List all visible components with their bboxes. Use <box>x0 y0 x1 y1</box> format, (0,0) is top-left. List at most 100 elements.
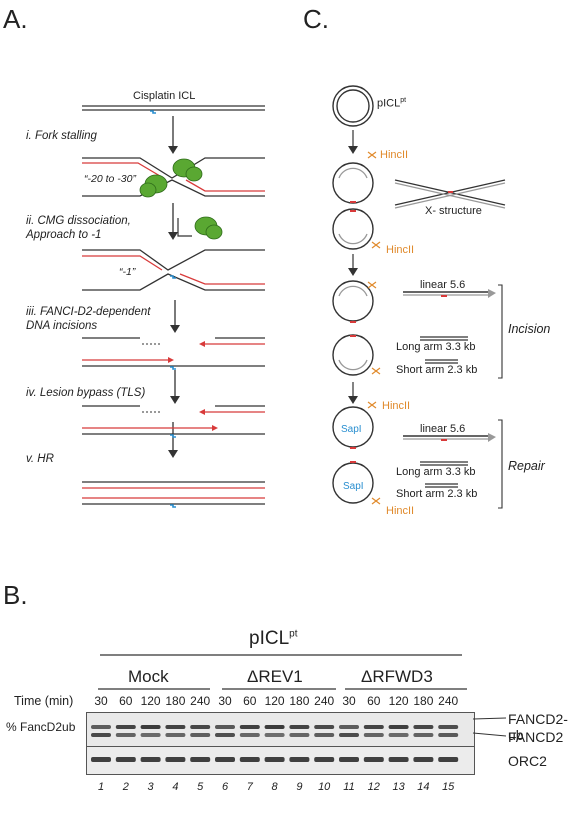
orc2-band <box>363 757 384 762</box>
orc2-band <box>264 757 285 762</box>
orc2-band <box>388 757 409 762</box>
lane-number: 4 <box>172 781 179 793</box>
lane-number: 3 <box>147 781 154 793</box>
linear-label-2: linear 5.6 <box>420 423 466 435</box>
fancd2-ub-band <box>165 725 186 729</box>
fancd2-band <box>438 733 459 737</box>
time-value: 240 <box>190 694 211 708</box>
lane-number: 13 <box>392 781 405 793</box>
fancd2-ub-band <box>289 725 310 729</box>
hincii-label-3: HincII <box>382 400 411 412</box>
lane-number: 7 <box>246 781 253 793</box>
lane-number: 5 <box>197 781 204 793</box>
long-arm-label-2: Long arm 3.3 kb <box>396 466 476 478</box>
fancd2-ub-band <box>363 725 384 729</box>
orc2-band <box>215 757 235 762</box>
lane-number: 10 <box>318 781 331 793</box>
fork-label-1: “-20 to -30” <box>84 173 136 185</box>
time-value: 60 <box>119 694 133 708</box>
long-arm-label-1: Long arm 3.3 kb <box>396 341 476 353</box>
lane-number: 15 <box>442 781 455 793</box>
fancd2-band <box>190 733 211 737</box>
incision-label: Incision <box>508 322 551 336</box>
cisplatin-icl-label: Cisplatin ICL <box>133 90 196 102</box>
linear-label-1: linear 5.6 <box>420 279 466 291</box>
band-label-orc2: ORC2 <box>508 753 547 769</box>
orc2-band <box>91 757 111 762</box>
fancd2-band <box>339 733 359 737</box>
lane-number: 14 <box>417 781 430 793</box>
sapi-label-2: SapI <box>343 481 364 492</box>
lane-number: 11 <box>343 781 355 793</box>
hincii-label-4: HincII <box>386 505 415 517</box>
lane-number: 2 <box>122 781 129 793</box>
time-value: 30 <box>218 694 232 708</box>
time-value: 240 <box>314 694 335 708</box>
step-3-label-cont: DNA incisions <box>26 320 98 332</box>
fancd2-band <box>413 733 434 737</box>
lane-number: 8 <box>271 781 278 793</box>
step-3-label: iii. FANCI-D2-dependent <box>26 306 151 318</box>
panel-c-letter: C. <box>303 4 329 34</box>
fancd2-band <box>314 733 335 737</box>
time-value: 120 <box>140 694 161 708</box>
blot-title: pICLpt <box>249 628 298 649</box>
condition-rfwd3: ΔRFWD3 <box>361 667 433 686</box>
time-value: 180 <box>289 694 310 708</box>
orc2-band <box>438 757 459 762</box>
time-value: 180 <box>413 694 434 708</box>
lane-number: 1 <box>97 781 105 793</box>
time-value: 240 <box>438 694 459 708</box>
short-arm-label-2: Short arm 2.3 kb <box>396 488 478 500</box>
fancd2-ub-band <box>190 725 211 729</box>
time-value: 120 <box>388 694 409 708</box>
fancd2-ub-band <box>115 725 136 729</box>
time-value: 120 <box>264 694 285 708</box>
x-structure-label: X- structure <box>425 205 482 217</box>
fancd2-ub-band <box>413 725 434 729</box>
fancd2-ub-band <box>339 725 359 729</box>
fancd2-ub-band <box>438 725 459 729</box>
lane-number: 6 <box>221 781 229 793</box>
step-2-label: ii. CMG dissociation, <box>26 215 131 227</box>
fancd2-band <box>363 733 384 737</box>
fancd2-band <box>215 733 235 737</box>
time-value: 30 <box>342 694 356 708</box>
time-value: 60 <box>367 694 381 708</box>
orc2-band <box>413 757 434 762</box>
lane-number: 12 <box>367 781 380 793</box>
fancd2-band <box>289 733 310 737</box>
panel-b-letter: B. <box>3 580 28 610</box>
time-label: Time (min) <box>14 694 74 708</box>
fork-label-2: “-1” <box>119 266 136 278</box>
panel-a-letter: A. <box>3 4 28 34</box>
fancd2-blot <box>86 712 475 749</box>
time-value: 30 <box>94 694 108 708</box>
fancd2-ub-band <box>91 725 111 729</box>
fancd2-band <box>115 733 136 737</box>
condition-mock: Mock <box>128 667 169 686</box>
condition-rev1: ΔREV1 <box>247 667 303 686</box>
orc2-band <box>115 757 136 762</box>
fancd2-ub-band <box>239 725 260 729</box>
scissors-icon <box>367 151 381 505</box>
orc2-band <box>239 757 260 762</box>
fancd2-ub-band <box>140 725 161 729</box>
short-arm-label-1: Short arm 2.3 kb <box>396 364 478 376</box>
step-5-label: v. HR <box>26 453 54 465</box>
orc2-band <box>339 757 359 762</box>
fancd2-ub-band <box>388 725 409 729</box>
cmg-helicase-icon <box>139 158 223 240</box>
orc2-band <box>165 757 186 762</box>
band-label-fancd2-ub: FANCD2-ub <box>508 711 568 743</box>
fancd2-ub-band <box>314 725 335 729</box>
time-value: 180 <box>165 694 186 708</box>
plasmid-label: pICLpt <box>377 97 407 110</box>
hincii-label-2: HincII <box>386 244 415 256</box>
step-1-label: i. Fork stalling <box>26 130 97 142</box>
fancd2-ub-band <box>215 725 235 729</box>
orc2-band <box>314 757 335 762</box>
